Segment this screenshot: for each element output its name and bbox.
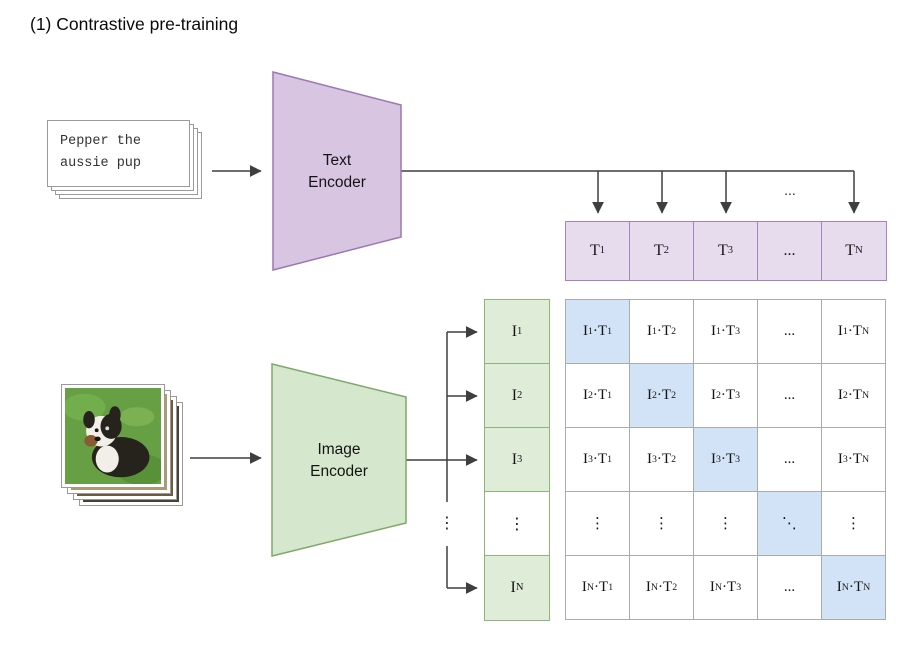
matrix-cell: ⋮ [694,492,758,556]
image-encoder-shape [271,363,407,557]
image-input-stack [61,384,192,515]
text-input-stack: Pepper the aussie pup [47,120,222,215]
matrix-cell: ... [758,428,822,492]
text-input-line2: aussie pup [60,155,142,171]
puppy-photo [61,384,167,488]
text-encoder-label: Text Encoder [308,152,366,191]
text-input-card: Pepper the aussie pup [47,120,190,187]
text-input-line1: Pepper the [60,134,142,149]
text-encoder-shape [272,71,402,271]
puppy-image [63,388,167,485]
page-title: (1) Contrastive pre-training [30,14,239,34]
ellipsis-top: ... [784,182,796,198]
matrix-cell: ⋮ [822,492,886,556]
branch-vertical-dots: ⋮ [439,515,455,532]
matrix-cell: ... [758,556,822,620]
image-embedding-cell-dots: ⋮ [485,492,549,556]
image-encoder-output-lines [406,326,478,594]
image-encoder-label: Image Encoder [310,441,368,480]
matrix-cell: ... [758,364,822,428]
matrix-cell: ... [758,300,822,364]
matrix-cell: ⋮ [566,492,630,556]
matrix-cell: ⋮ [630,492,694,556]
matrix-cell: ⋱ [758,492,822,556]
text-embedding-cell-ellipsis: ... [758,222,822,280]
